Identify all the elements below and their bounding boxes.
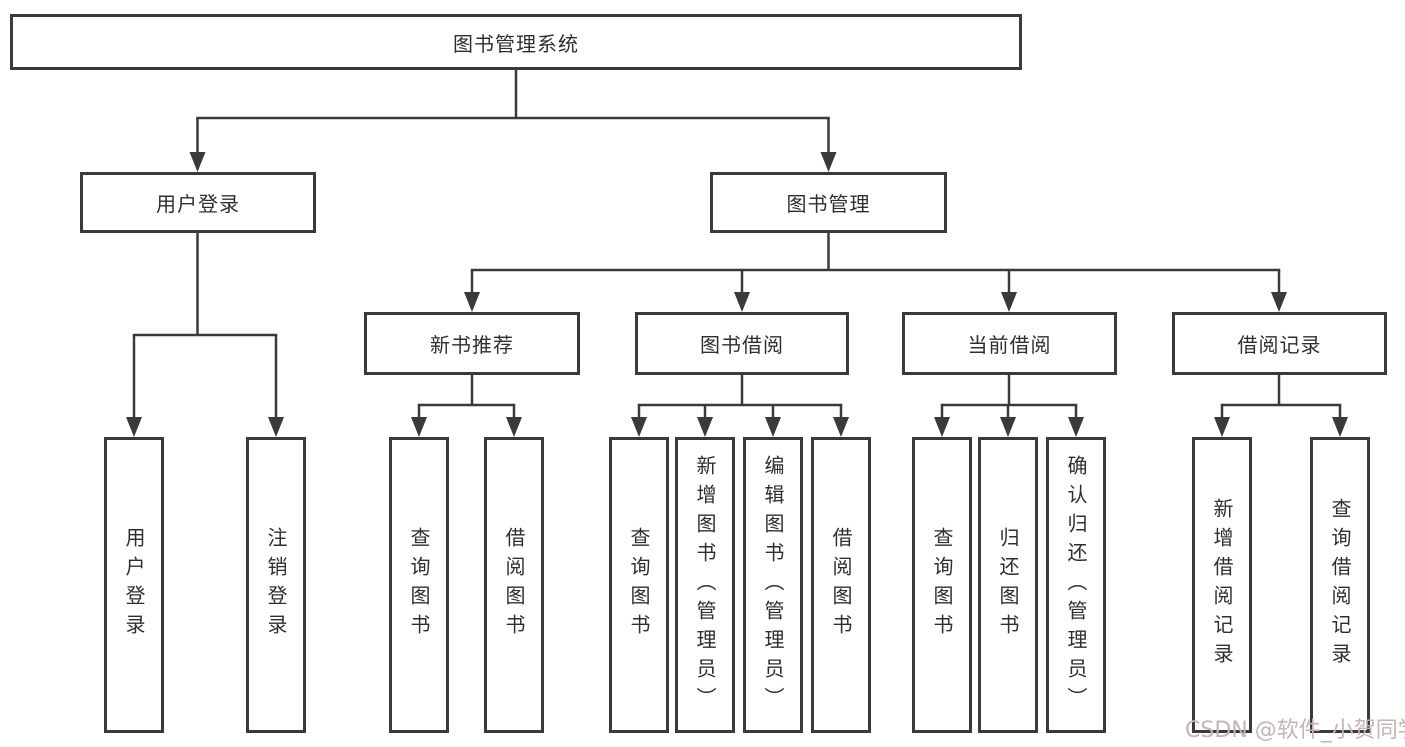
leaf-user-login: 用户登录 [104,437,164,733]
node-label: 借阅记录 [1237,333,1322,357]
leaf-recommend-borrow-books: 借阅图书 [484,437,544,733]
node-label: 查询图书 [407,527,431,643]
node-label: 新书推荐 [430,333,514,357]
node-label: 归还图书 [996,527,1020,643]
node-label: 查询图书 [627,527,651,643]
node-label: 图书借阅 [700,333,784,357]
leaf-add-books-admin: 新增图书（管理员） [675,437,735,733]
node-label: 图书管理系统 [453,31,579,56]
node-book-borrowing: 图书借阅 [635,312,849,375]
node-label: 图书管理 [786,192,871,216]
node-label: 当前借阅 [967,333,1052,357]
node-label: 查询借阅记录 [1328,498,1352,672]
leaf-add-borrow-record: 新增借阅记录 [1192,437,1252,733]
leaf-current-query-books: 查询图书 [912,437,972,733]
node-label: 编辑图书（管理员） [761,454,785,716]
leaf-logout: 注销登录 [246,437,306,733]
node-label: 查询图书 [930,527,954,643]
node-label: 借阅图书 [829,527,853,643]
node-label: 用户登录 [156,192,240,216]
leaf-borrow-query-books: 查询图书 [609,437,669,733]
node-label: 注销登录 [264,527,288,643]
node-label: 确认归还（管理员） [1064,454,1088,716]
node-user-login: 用户登录 [80,172,316,233]
leaf-edit-books-admin: 编辑图书（管理员） [743,437,803,733]
node-label: 新增借阅记录 [1210,498,1234,672]
node-current-borrowing: 当前借阅 [902,312,1117,375]
leaf-recommend-query-books: 查询图书 [389,437,449,733]
node-label: 用户登录 [122,527,146,643]
leaf-confirm-return-admin: 确认归还（管理员） [1046,437,1106,733]
leaf-return-books: 归还图书 [978,437,1038,733]
node-book-management: 图书管理 [710,172,947,233]
node-label: 借阅图书 [502,527,526,643]
node-label: 新增图书（管理员） [693,454,717,716]
leaf-borrow-books: 借阅图书 [811,437,871,733]
node-new-book-recommend: 新书推荐 [364,312,580,375]
node-borrowing-records: 借阅记录 [1172,312,1387,375]
leaf-query-borrow-record: 查询借阅记录 [1310,437,1370,733]
node-root-library-system: 图书管理系统 [10,14,1022,70]
